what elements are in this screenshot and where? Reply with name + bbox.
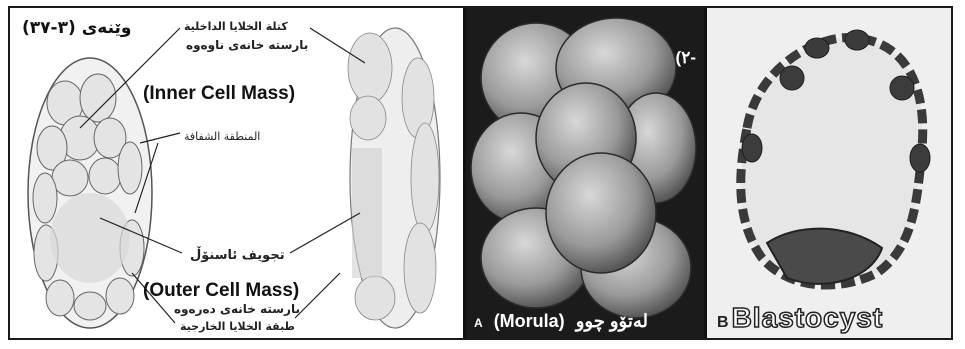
- morula-micrograph-image: [466, 8, 704, 338]
- morula-kurdish-caption: لەتۆو چوو: [576, 311, 648, 331]
- blastocyst-caption-text: Blastocyst: [732, 302, 884, 333]
- blastocyst-panel-letter: B: [717, 314, 730, 331]
- morula-figure-tag: (٢-: [676, 48, 696, 68]
- morula-panel-letter: A: [474, 316, 483, 330]
- zona-pellucida-arabic-label: المنطقة الشفافة: [184, 130, 260, 143]
- blastocyst-micrograph-panel: BBlastocyst: [704, 8, 951, 338]
- morula-caption: A (Morula) لەتۆو چوو: [474, 311, 698, 332]
- inner-cell-mass-kurdish-label: بارستە خانەی ناوەوە: [186, 38, 308, 52]
- blastocyst-micrograph-image: [707, 8, 951, 338]
- morula-english-caption: (Morula): [494, 311, 565, 331]
- figure-frame: وێنەی (٣-٣٧) كتلة الخلايا الداخلية بارست…: [8, 6, 953, 340]
- blastocoel-cavity-label: تجويف ئاسنۆڵ: [190, 248, 285, 263]
- outer-cell-mass-arabic-label: طبقة الخلايا الخارجية: [180, 320, 295, 333]
- figure-number-label: وێنەی (٣-٣٧): [22, 18, 131, 38]
- blastocyst-diagram-panel: وێنەی (٣-٣٧) كتلة الخلايا الداخلية بارست…: [10, 8, 463, 338]
- outer-cell-mass-english-label: (Outer Cell Mass): [143, 280, 299, 302]
- blastocyst-caption: BBlastocyst: [717, 302, 883, 334]
- morula-micrograph-panel: (٢- A (Morula) لەتۆو چوو: [463, 8, 704, 338]
- outer-cell-mass-kurdish-label: بارستە خانەی دەرەوە: [174, 302, 300, 316]
- inner-cell-mass-english-label: (Inner Cell Mass): [143, 83, 295, 105]
- inner-cell-mass-arabic-label: كتلة الخلايا الداخلية: [184, 20, 288, 33]
